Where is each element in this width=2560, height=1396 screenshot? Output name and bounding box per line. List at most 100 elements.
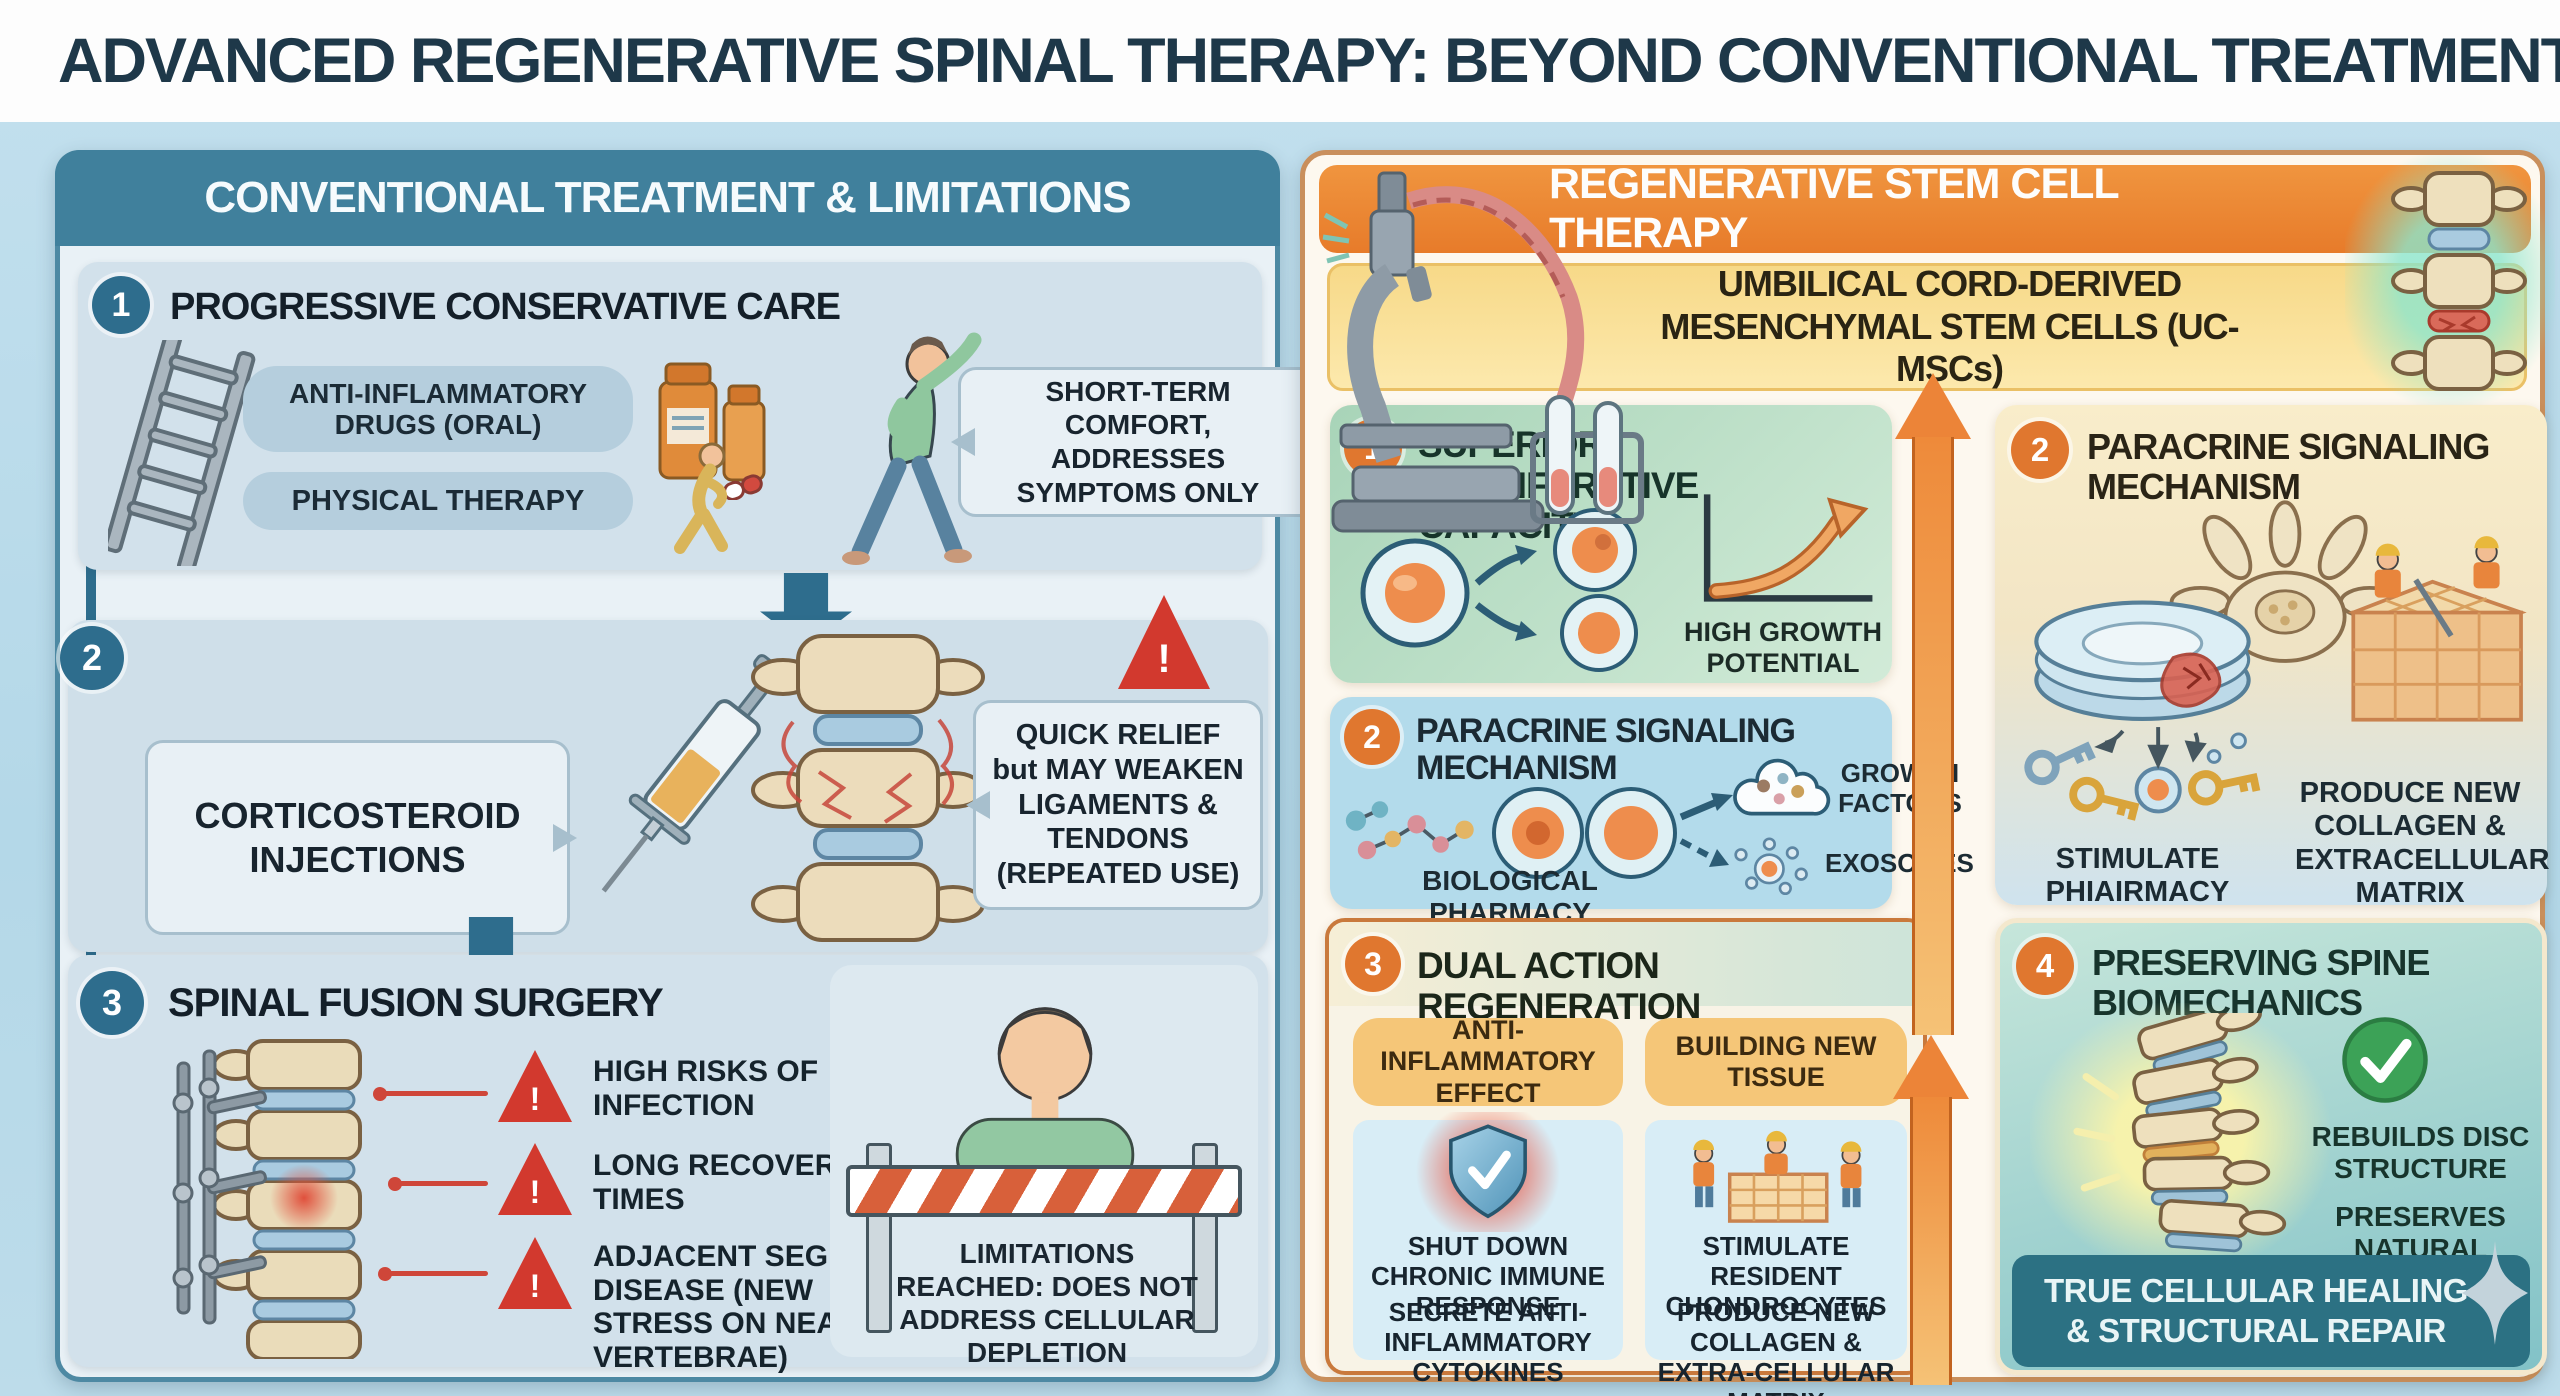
- benefit4-number-badge: 4: [2016, 937, 2074, 995]
- benefit3-number-badge: 3: [1345, 936, 1401, 992]
- benefit2b-card: 2 PARACRINE SIGNALING MECHANISM: [1995, 405, 2550, 909]
- regenerative-panel-header-label: REGENERATIVE STEM CELL THERAPY: [1549, 160, 2119, 257]
- conventional-panel-header-label: CONVENTIONAL TREATMENT & LIMITATIONS: [204, 173, 1131, 222]
- step1-outcome-bubble: SHORT-TERM COMFORT, ADDRESSES SYMPTOMS O…: [958, 367, 1318, 517]
- sparkle-icon: [2462, 1241, 2528, 1345]
- risk1-label: HIGH RISKS OF INFECTION: [593, 1055, 819, 1122]
- benefit2-title: PARACRINE SIGNALING MECHANISM: [1416, 712, 1796, 788]
- benefit2b-caption-left: STIMULATE PHIAIRMACY: [2045, 843, 2230, 909]
- benefit4-point1: REBUILDS DISC STRUCTURE: [2311, 1121, 2530, 1185]
- true-healing-banner-text: TRUE CELLULAR HEALING & STRUCTURAL REPAI…: [2044, 1272, 2468, 1349]
- step3-title: SPINAL FUSION SURGERY: [168, 981, 664, 1025]
- anti-inflammatory-subcard: SHUT DOWN CHRONIC IMMUNE RESPONSE SECRET…: [1353, 1112, 1623, 1387]
- benefit4-number: 4: [2035, 947, 2055, 984]
- therapy-label-ribbon: PHYSICAL THERAPY: [243, 472, 633, 530]
- page-title: ADVANCED REGENERATIVE SPINAL THERAPY: BE…: [58, 26, 2560, 96]
- risk2-label: LONG RECOVERY TIMES: [593, 1149, 855, 1216]
- step1-title: PROGRESSIVE CONSERVATIVE CARE: [170, 286, 841, 328]
- therapy-label: PHYSICAL THERAPY: [291, 484, 585, 517]
- limitations-card: LIMITATIONS REACHED: DOES NOT ADDRESS CE…: [830, 965, 1258, 1368]
- risk3-warning-icon: !: [498, 1237, 572, 1309]
- risk3-pointer-dot: [378, 1267, 392, 1281]
- conventional-panel: CONVENTIONAL TREATMENT & LIMITATIONS 1 P…: [55, 150, 1318, 1382]
- benefit2b-title: PARACRINE SIGNALING MECHANISM: [2087, 426, 2490, 507]
- anti-inflammatory-point2: SECRETE ANTI-INFLAMMATORY CYTOKINES: [1384, 1297, 1592, 1387]
- step3-card: 3 SPINAL FUSION SURGERY: [68, 955, 1268, 1374]
- growth-chart-icon: [1703, 494, 1873, 602]
- syringe-icon: [601, 654, 796, 893]
- anti-inflammatory-point1: SHUT DOWN CHRONIC IMMUNE RESPONSE: [1371, 1231, 1605, 1321]
- anti-inflammatory-badge-label: ANTI-INFLAMMATORY EFFECT: [1380, 1015, 1596, 1108]
- risk1-pointer-dot: [373, 1087, 387, 1101]
- check-circle-icon: [2342, 1017, 2428, 1103]
- flow-arrow-up-secondary: [1893, 1035, 1969, 1385]
- fused-spine-hardware-icon: [172, 1039, 362, 1359]
- cell-division-icon: [1360, 508, 1638, 672]
- benefit3-card: 3 DUAL ACTION REGENERATION ANTI-INFLAMMA…: [1325, 918, 1927, 1396]
- ecm-block-workers-icon: [2348, 536, 2527, 722]
- benefit1-caption: HIGH GROWTH POTENTIAL: [1684, 617, 1882, 679]
- step1-number: 1: [111, 285, 131, 324]
- regenerative-panel-header: REGENERATIVE STEM CELL THERAPY: [1319, 160, 2531, 257]
- true-healing-banner: TRUE CELLULAR HEALING & STRUCTURAL REPAI…: [2012, 1255, 2530, 1367]
- anti-inflammatory-badge: ANTI-INFLAMMATORY EFFECT: [1353, 1015, 1623, 1108]
- conventional-panel-header: CONVENTIONAL TREATMENT & LIMITATIONS: [55, 150, 1280, 246]
- small-exercise-figure-icon: [674, 442, 728, 554]
- warning-glyph: !: [1157, 637, 1171, 681]
- drug-label: ANTI-INFLAMMATORY DRUGS (ORAL): [288, 377, 588, 440]
- building-tissue-point1: STIMULATE RESIDENT CHONDROCYTES: [1665, 1231, 1887, 1321]
- step2-card: 2 CORTICOSTEROID INJECTIONS: [60, 595, 1268, 952]
- flow-arrow-up-main: [1895, 373, 1971, 1035]
- regenerative-panel: REGENERATIVE STEM CELL THERAPY UMBILICAL…: [1300, 150, 2555, 1396]
- benefit2b-number-badge: 2: [2011, 421, 2069, 479]
- benefit2b-caption-right: PRODUCE NEW COLLAGEN & EXTRACELLULAR MAT…: [2295, 777, 2550, 910]
- building-tissue-subcard: STIMULATE RESIDENT CHONDROCYTES PRODUCE …: [1645, 1120, 1907, 1396]
- stem-cells-icon: [1492, 787, 1677, 879]
- shield-check-icon: [1449, 1124, 1527, 1219]
- benefit2-number-badge: 2: [1344, 709, 1400, 765]
- step2-number: 2: [81, 637, 103, 678]
- risk3-label: ADJACENT SEGMENT DISEASE (NEW STRESS ON …: [593, 1240, 914, 1374]
- step1-number-badge: 1: [92, 276, 150, 334]
- risk2-warning-icon: !: [498, 1143, 572, 1215]
- step3-number-badge: 3: [80, 971, 144, 1035]
- stretching-person-icon: [842, 332, 982, 565]
- step2-number-badge: 2: [60, 626, 124, 690]
- benefit2-number: 2: [1363, 718, 1381, 755]
- signal-arrows-icon: [1679, 793, 1733, 867]
- building-tissue-point2: PRODUCE NEW COLLAGEN & EXTRA-CELLULAR MA…: [1657, 1297, 1895, 1396]
- warning-triangle-icon: !: [1118, 595, 1210, 689]
- building-tissue-badge: BUILDING NEW TISSUE: [1645, 1018, 1907, 1106]
- step3-number: 3: [101, 982, 123, 1023]
- step2-outcome-bubble: QUICK RELIEF but MAY WEAKEN LIGAMENTS & …: [973, 700, 1263, 910]
- ucmsc-banner-text: UMBILICAL CORD-DERIVED MESENCHYMAL STEM …: [1660, 263, 2239, 390]
- microscope-lab-icon: [1322, 171, 1644, 533]
- step2-label-bubble: CORTICOSTEROID INJECTIONS: [145, 740, 570, 935]
- limitations-sign-text: LIMITATIONS REACHED: DOES NOT ADDRESS CE…: [896, 1238, 1198, 1369]
- construction-workers-icon: [1693, 1130, 1862, 1223]
- risk2-pointer-line: [398, 1181, 488, 1186]
- benefit3-number: 3: [1364, 945, 1382, 982]
- benefit2-card: 2 PARACRINE SIGNALING MECHANISM: [1330, 697, 1974, 928]
- benefit3-title-strip: [1329, 922, 1923, 1006]
- step2-label: CORTICOSTEROID INJECTIONS: [194, 795, 521, 880]
- ucmsc-banner: UMBILICAL CORD-DERIVED MESENCHYMAL STEM …: [1327, 263, 2527, 391]
- damaged-disc-icon: [2034, 600, 2251, 722]
- step1-outcome-text: SHORT-TERM COMFORT, ADDRESSES SYMPTOMS O…: [1016, 375, 1260, 508]
- ladder-icon: [108, 340, 256, 566]
- healthy-spine-icon: [2391, 171, 2527, 391]
- patient-icon: [955, 1007, 1135, 1191]
- barrier-icon: [846, 1165, 1242, 1217]
- benefit4-card: 4 PRESERVING SPINE BIOMECHANICS: [1995, 918, 2547, 1375]
- damaged-spine-icon: [751, 634, 985, 942]
- flexible-spine-icon: [2073, 1013, 2287, 1253]
- risk1-warning-icon: !: [498, 1050, 572, 1122]
- drug-label-ribbon: ANTI-INFLAMMATORY DRUGS (ORAL): [243, 366, 633, 452]
- molecules-icon: [1345, 801, 1474, 860]
- benefit2b-number: 2: [2030, 431, 2050, 468]
- risk3-pointer-line: [388, 1271, 488, 1276]
- step1-card: 1 PROGRESSIVE CONSERVATIVE CARE ANTI-INF…: [78, 262, 1318, 570]
- growth-factors-cloud-icon: [1733, 758, 1831, 816]
- building-tissue-badge-label: BUILDING NEW TISSUE: [1675, 1030, 1877, 1092]
